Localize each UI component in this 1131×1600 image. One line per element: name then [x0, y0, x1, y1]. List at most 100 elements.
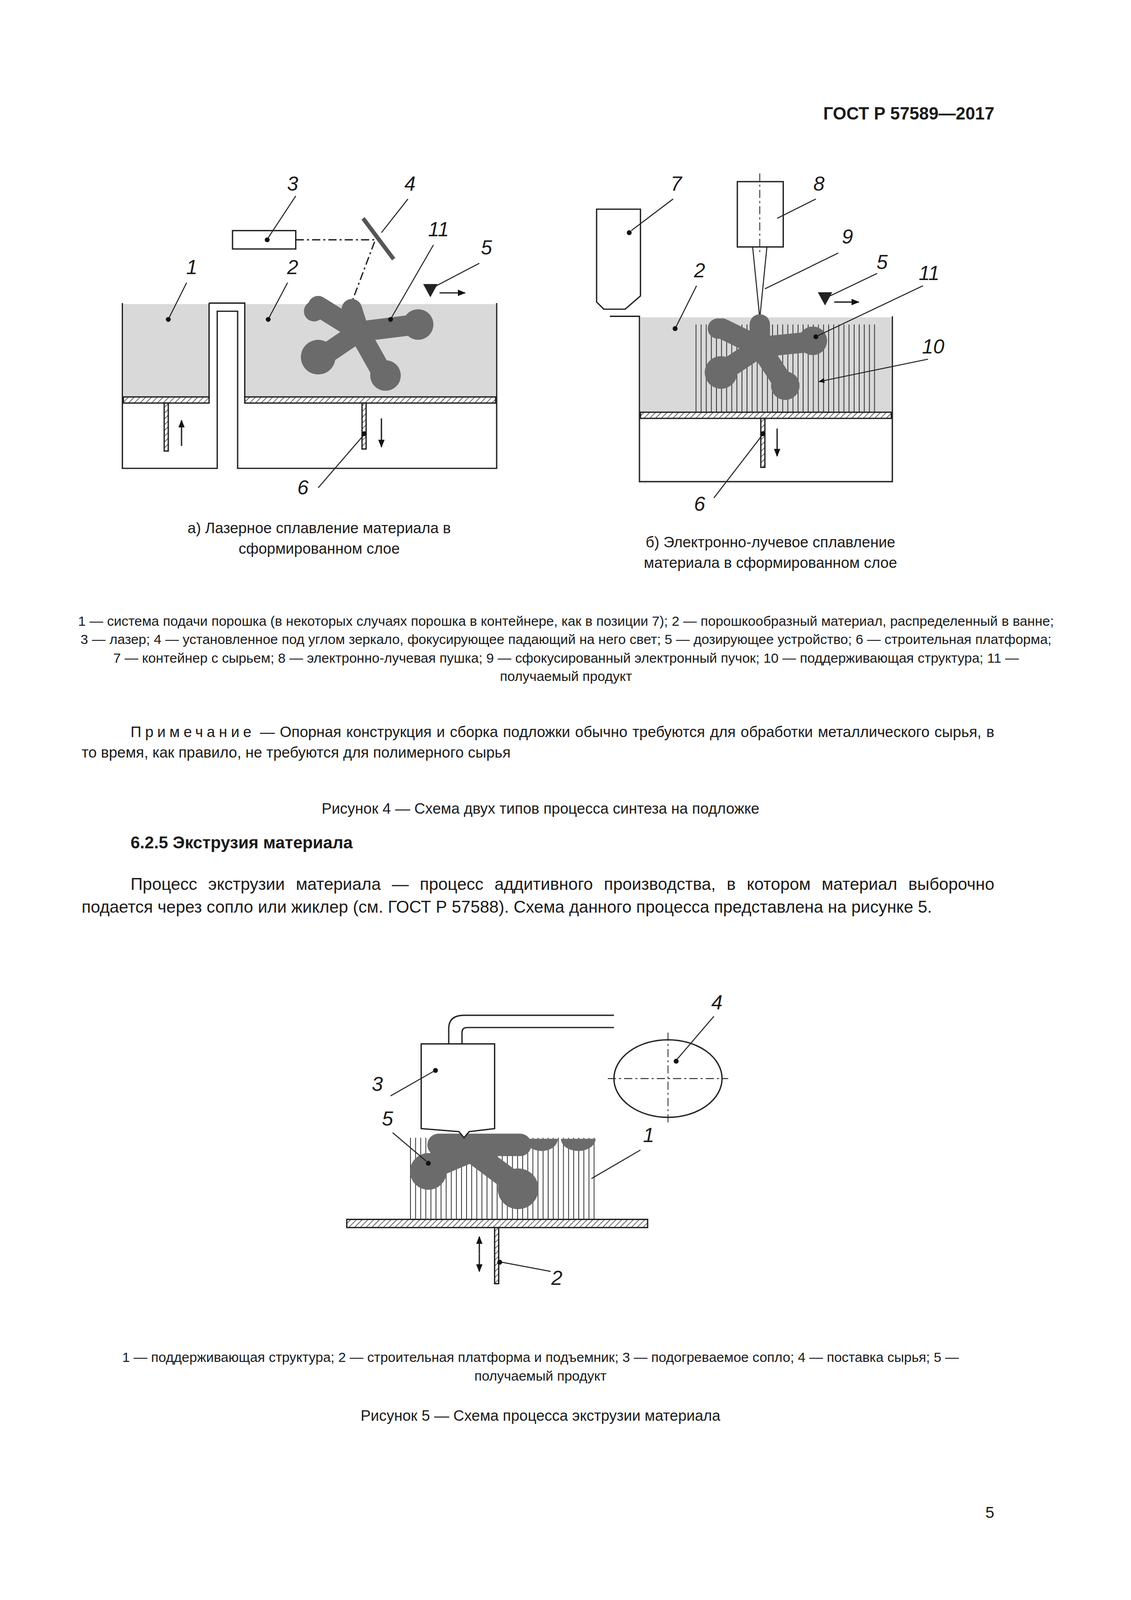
- drawing-circle: [707, 318, 729, 339]
- callout-number: 2: [287, 257, 299, 278]
- drawing-circle: [497, 1168, 539, 1209]
- drawing-line: [318, 434, 365, 488]
- drawing-circle: [303, 300, 325, 322]
- drawing-circle: [673, 1058, 679, 1064]
- drawing-circle: [771, 371, 800, 400]
- body-paragraph: Процесс экструзии материала — процесс ад…: [81, 872, 995, 919]
- drawing-line: [819, 359, 929, 382]
- drawing-rect: [123, 304, 210, 399]
- drawing-line: [776, 428, 779, 457]
- drawing-line: [269, 282, 288, 318]
- drawing-g: [166, 237, 394, 436]
- subfigure-caption: б) Электронно-лучевое сплавление материа…: [609, 532, 931, 573]
- callout-number: 5: [382, 1108, 394, 1129]
- drawing-g: [704, 318, 827, 400]
- drawing-line: [631, 198, 674, 231]
- drawing-g: [169, 196, 480, 488]
- drawing-circle: [425, 1160, 431, 1166]
- drawing-g: [300, 300, 434, 391]
- drawing-rect: [494, 1227, 499, 1284]
- drawing-line: [318, 306, 359, 332]
- page-header: ГОСТ Р 57589—2017: [586, 102, 995, 126]
- figure-caption: Рисунок 4 — Схема двух типов процесса си…: [132, 798, 949, 820]
- figure-caption: Рисунок 5 — Схема процесса экструзии мат…: [132, 1405, 949, 1427]
- drawing-circle: [402, 309, 434, 340]
- drawing-rect: [244, 304, 496, 399]
- drawing-line: [764, 253, 839, 289]
- callout-number: 10: [922, 336, 945, 357]
- drawing-path: [525, 1138, 559, 1152]
- callout-number: 2: [694, 260, 706, 281]
- figure-key: 1 — поддерживающая структура; 2 — строит…: [81, 1348, 1000, 1386]
- drawing-rect: [244, 396, 496, 403]
- drawing-line: [381, 198, 408, 233]
- drawing-line: [677, 1016, 715, 1059]
- drawing-line: [501, 1261, 551, 1272]
- drawing-circle: [265, 316, 271, 322]
- drawing-g: [425, 1058, 679, 1265]
- drawing-path: [448, 1015, 614, 1044]
- drawing-circle: [361, 430, 367, 436]
- drawing-path: [819, 292, 832, 305]
- callout-number: 3: [371, 1073, 383, 1095]
- subfigure-caption: а) Лазерное сплавление материала в сформ…: [160, 518, 478, 559]
- drawing-line: [777, 198, 816, 219]
- callout-number: 3: [287, 173, 299, 194]
- callout-number: 1: [186, 257, 198, 278]
- callout-number: 6: [297, 477, 309, 498]
- drawing-line: [268, 196, 296, 239]
- drawing-circle: [388, 316, 394, 322]
- callout-number: 6: [694, 493, 706, 514]
- drawing-path: [560, 1138, 596, 1152]
- drawing-path: [752, 246, 767, 319]
- drawing-line: [817, 285, 923, 336]
- callout-number: 4: [711, 992, 723, 1013]
- drawing-line: [676, 285, 697, 327]
- drawing-line: [759, 173, 761, 255]
- drawing-rect: [405, 1137, 596, 1220]
- drawing-path: [596, 209, 641, 310]
- drawing-rect: [346, 1219, 648, 1228]
- drawing-line: [363, 218, 394, 260]
- drawing-rect: [760, 418, 765, 467]
- callout-number: 5: [876, 252, 888, 273]
- drawing-g: [626, 230, 819, 436]
- drawing-line: [352, 309, 360, 332]
- section-heading: 6.2.5 Экструзия материала: [130, 831, 947, 855]
- drawing-g: [409, 1138, 596, 1209]
- drawing-line: [834, 301, 859, 303]
- drawing-rect: [737, 181, 784, 247]
- drawing-path: [421, 1043, 495, 1138]
- drawing-circle: [704, 356, 738, 390]
- callout-number: 9: [841, 226, 853, 247]
- drawing-rect: [232, 230, 296, 250]
- callout-number: 1: [643, 1125, 654, 1146]
- callout-number: 2: [551, 1267, 563, 1288]
- drawing-line: [380, 418, 383, 447]
- drawing-line: [391, 244, 434, 318]
- callout-number: 5: [480, 237, 492, 258]
- callout-number: 7: [670, 173, 682, 194]
- drawing-circle: [760, 430, 766, 436]
- drawing-path: [208, 302, 245, 398]
- figure-key: 1 — система подачи порошка (в некоторых …: [76, 612, 1056, 686]
- drawing-rect: [640, 317, 892, 414]
- drawing-path: [295, 239, 376, 302]
- drawing-circle: [497, 1259, 503, 1265]
- drawing-circle: [626, 230, 632, 236]
- figure-4b: [596, 173, 929, 498]
- callout-number: 4: [404, 173, 416, 194]
- drawing-circle: [264, 237, 270, 243]
- drawing-line: [713, 435, 762, 498]
- drawing-line: [390, 1071, 434, 1096]
- note-paragraph: Примечание— Опорная конструкция и сборка…: [81, 721, 995, 763]
- figure-5: [346, 1015, 728, 1284]
- drawing-rect: [123, 396, 210, 403]
- drawing-line: [478, 1254, 481, 1272]
- drawing-circle: [672, 326, 678, 332]
- drawing-line: [591, 1149, 641, 1179]
- page-number: 5: [892, 1501, 995, 1523]
- note-heading: Примечание: [130, 723, 256, 741]
